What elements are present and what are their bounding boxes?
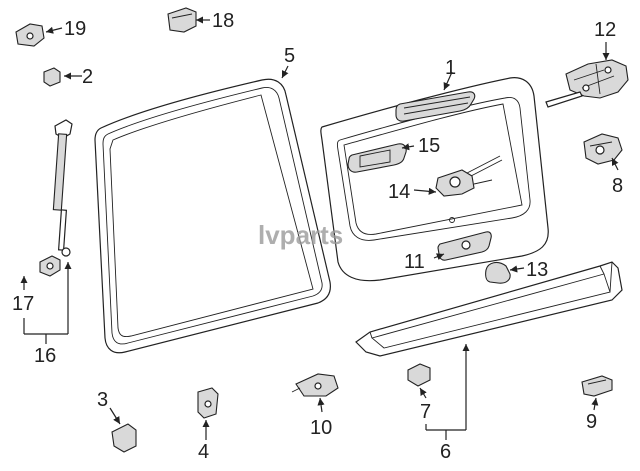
handle-part	[437, 231, 492, 261]
lock-assembly-part	[545, 59, 629, 108]
callout-labels: 1 2 3 4 5 6 7 8 9 10 11 12 13 14 15 16 1…	[12, 10, 623, 463]
callout-2: 2	[82, 66, 93, 88]
callout-4: 4	[198, 441, 209, 463]
callout-18: 18	[212, 10, 234, 32]
watermark-logo: lvparts	[258, 220, 343, 250]
callout-16: 16	[34, 345, 56, 367]
support-strut-part	[52, 119, 73, 257]
callout-6: 6	[440, 441, 451, 463]
latch-10-part	[291, 373, 339, 397]
wiper-motor-part	[435, 155, 503, 197]
back-door-glass	[94, 78, 331, 354]
callout-9: 9	[586, 411, 597, 433]
bumper-part	[485, 261, 511, 284]
cushion-2-part	[43, 67, 61, 87]
weatherstrip-rail	[355, 261, 623, 357]
callout-19: 19	[64, 18, 86, 40]
callout-17: 17	[12, 293, 34, 315]
callout-1: 1	[445, 57, 456, 79]
lock-striker-part	[583, 133, 623, 165]
callout-11: 11	[404, 251, 425, 273]
callout-8: 8	[612, 175, 623, 197]
clip-7-part	[407, 363, 431, 387]
callout-14: 14	[388, 181, 410, 203]
stop-lamp-part	[347, 143, 407, 173]
callout-5: 5	[284, 45, 295, 67]
bracket-4-part	[197, 387, 219, 419]
callout-10: 10	[310, 417, 332, 439]
back-door-panel	[320, 77, 549, 282]
callout-15: 15	[418, 135, 440, 157]
callout-13: 13	[526, 259, 548, 281]
clip-17-part	[39, 255, 61, 277]
callout-3: 3	[97, 389, 108, 411]
leader-lines	[20, 16, 619, 440]
callout-12: 12	[594, 19, 616, 41]
clip-19-part	[15, 23, 45, 47]
cushion-3-part	[111, 423, 137, 453]
clip-9-part	[581, 375, 613, 397]
clip-18-part	[167, 7, 197, 33]
callout-7: 7	[420, 401, 431, 423]
